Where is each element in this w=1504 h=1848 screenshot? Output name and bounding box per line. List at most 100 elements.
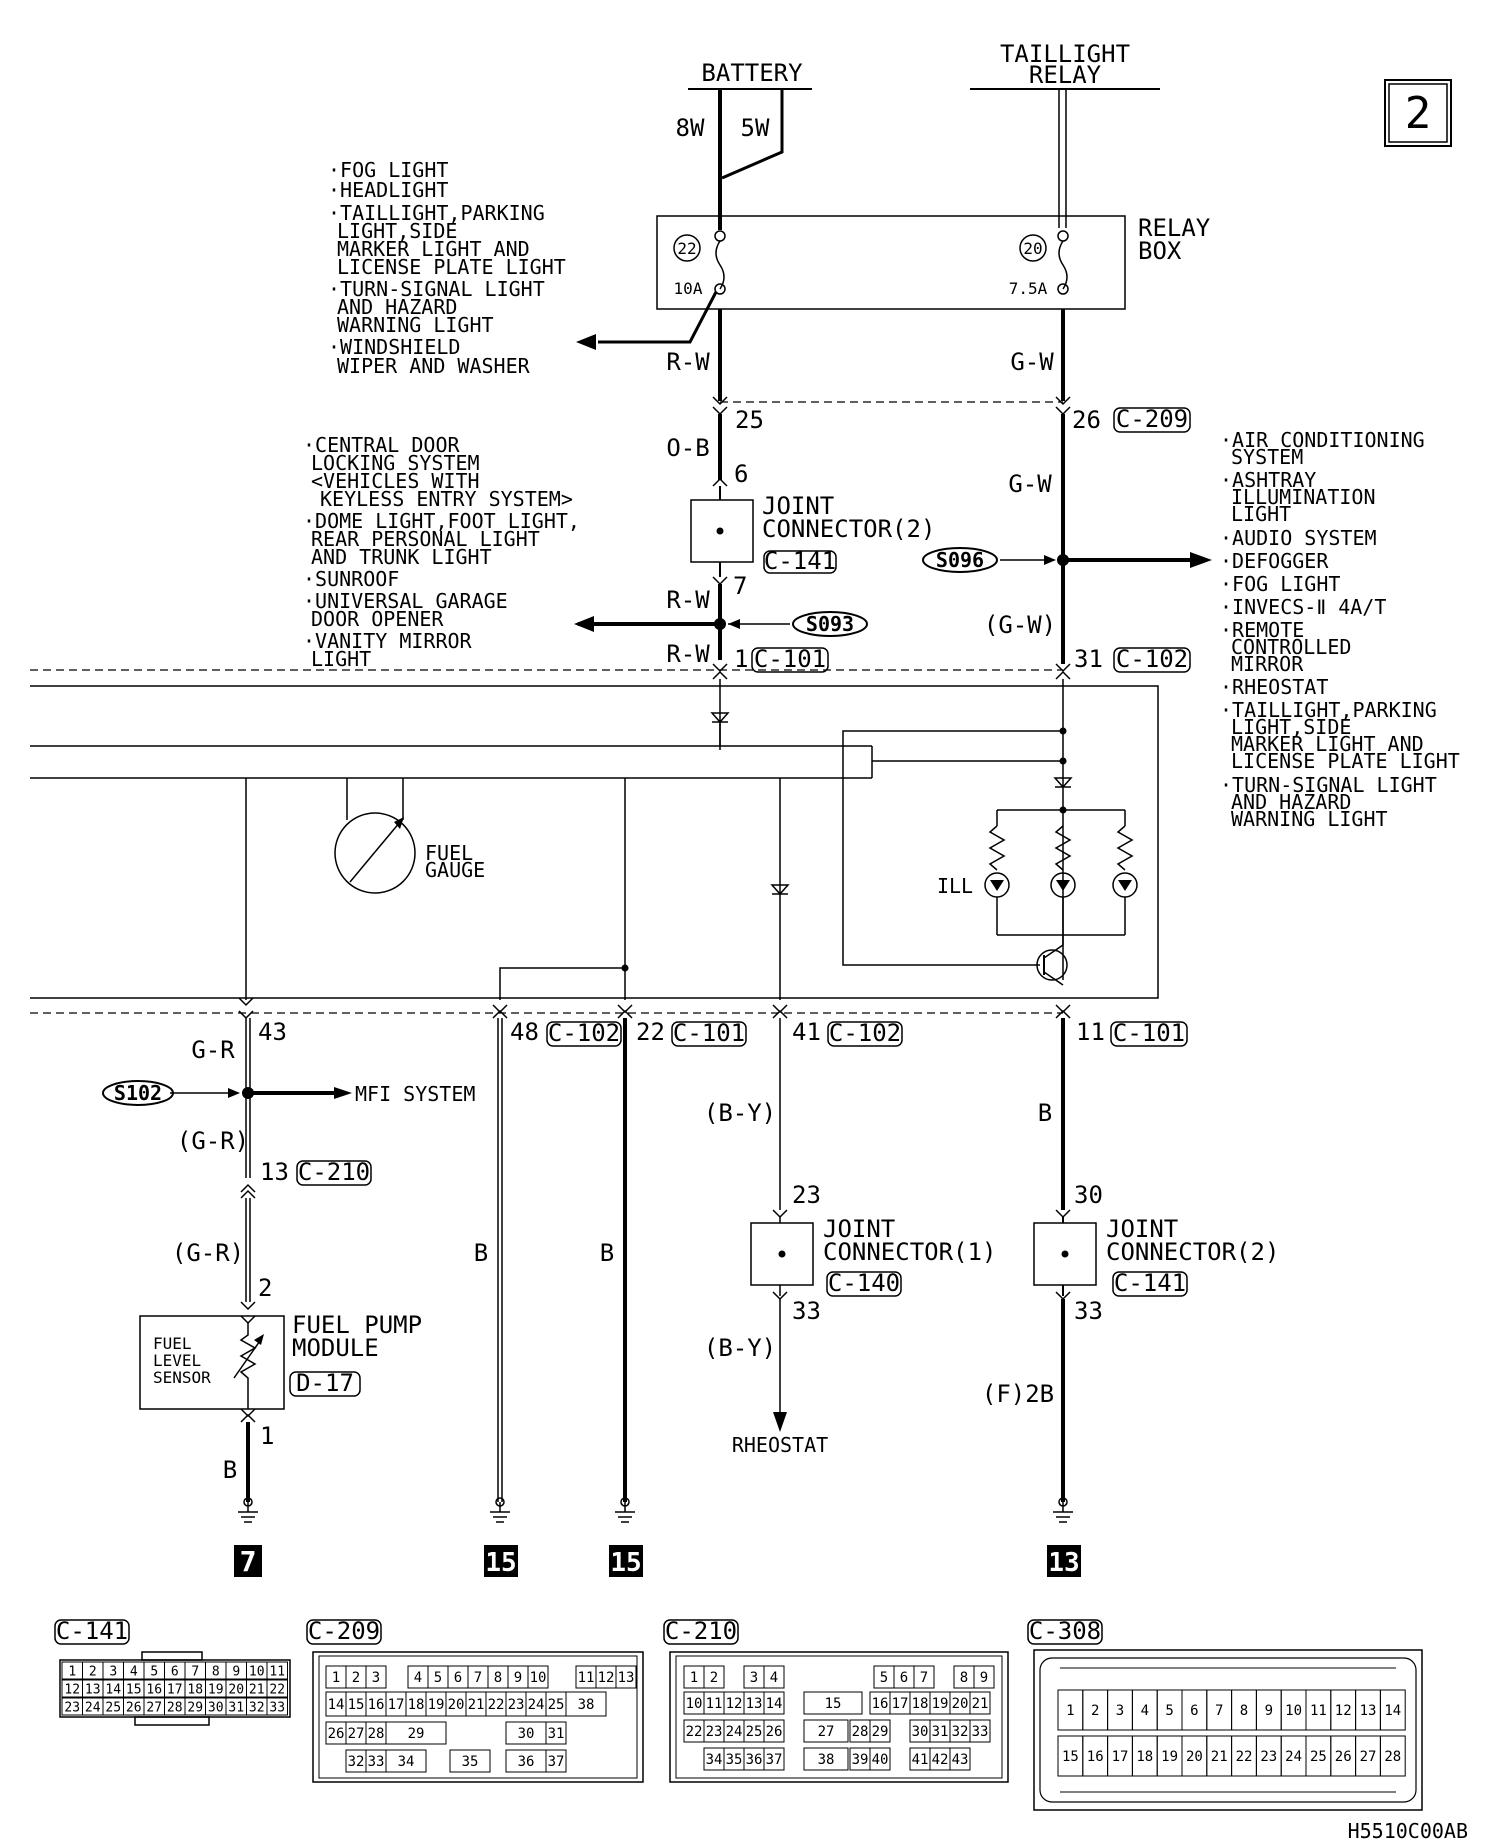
connector-pin-number: 2 [89, 1665, 97, 1680]
connector-pin-number: 17 [167, 1683, 183, 1698]
connector-pin-cell [385, 1749, 427, 1773]
connector-pin-number: 24 [85, 1701, 101, 1716]
connector-pin-cell [266, 1679, 288, 1698]
wire-color: (B-Y) [704, 1099, 776, 1127]
connector-view-label: C-141 [56, 1617, 128, 1645]
connector-pin-number: 20 [952, 1696, 969, 1712]
connector-pin-number: 37 [766, 1752, 783, 1768]
connector-pin-number: 11 [578, 1670, 595, 1686]
connector-pin-number: 13 [618, 1670, 635, 1686]
branch-list-text: AND TRUNK LIGHT [311, 545, 492, 569]
connector-pin-number: 27 [146, 1701, 162, 1716]
pin-number: 25 [735, 406, 764, 434]
fuel-pump-module-line2: MODULE [292, 1334, 379, 1362]
connector-pin-number: 12 [64, 1683, 80, 1698]
branch-list-text: WIPER AND WASHER [337, 354, 531, 378]
connector-pin-number: 11 [1310, 1703, 1327, 1719]
joint-label: JOINT [1106, 1215, 1178, 1243]
diagram-code: H5510C00AB [1348, 1819, 1468, 1843]
connector-pin-number: 19 [428, 1697, 445, 1713]
pin-number: 1 [260, 1422, 274, 1450]
branch-list-text: <VEHICLES WITH [311, 469, 480, 493]
connector-pin-number: 29 [872, 1724, 889, 1740]
connector-pin-number: 40 [872, 1752, 889, 1768]
connector-pin-number: 15 [1062, 1749, 1079, 1765]
connector-pin-number: 4 [130, 1665, 138, 1680]
connector-id: C-101 [1113, 1019, 1185, 1047]
connector-pin-number: 25 [548, 1697, 565, 1713]
branch-list-text: ·TAILLIGHT,PARKING [328, 201, 545, 225]
fuse22-branch-arrow [576, 291, 718, 350]
connector-pin-cell [615, 1665, 637, 1689]
pin-number: 41 [792, 1018, 821, 1046]
pin-number: 30 [1074, 1181, 1103, 1209]
fuel-pump-module-line1: FUEL PUMP [292, 1311, 422, 1339]
connector-pin-cell [869, 1719, 891, 1743]
connector-pin-cell [1379, 1735, 1406, 1777]
combination-meter-internal: ILL FUEL GAUGE [30, 679, 1159, 1000]
connector-pin-number: 22 [1236, 1749, 1253, 1765]
connector-pin-number: 1 [1066, 1703, 1074, 1719]
connector-pin-number: 9 [232, 1665, 240, 1680]
branch-list-text: LIGHT [1231, 502, 1291, 526]
connector-pin-number: 38 [818, 1752, 835, 1768]
connector-id: C-102 [1116, 645, 1188, 673]
joint-label: CONNECTOR(2) [1106, 1238, 1279, 1266]
branch-list-text: DOOR OPENER [311, 607, 444, 631]
connector-pin-cell [949, 1747, 971, 1771]
ill-label: ILL [937, 874, 973, 898]
connector-pin-number: 36 [746, 1752, 763, 1768]
connector-pin-number: 25 [105, 1701, 121, 1716]
connector-pin-cell [869, 1747, 891, 1771]
branch-list-text: LIGHT [311, 647, 371, 671]
connector-pin-number: 21 [1211, 1749, 1228, 1765]
connector-pin-number: 28 [368, 1726, 385, 1742]
fuel-gauge-line1: FUEL [425, 841, 473, 865]
wire-color: B [600, 1239, 614, 1267]
battery-feed-8w: 8W [676, 114, 705, 142]
branch-list-text: AND HAZARD [1231, 790, 1351, 814]
connector-pin-cell [763, 1719, 785, 1743]
connector-pin-number: 6 [900, 1670, 908, 1686]
branch-list-text: CONTROLLED [1231, 635, 1351, 659]
connector-view-label: C-308 [1029, 1617, 1101, 1645]
battery-feed-5w: 5W [741, 114, 770, 142]
connector-pin-number: 13 [85, 1683, 101, 1698]
connector-pin-number: 11 [706, 1696, 723, 1712]
connector-pin-number: 9 [980, 1670, 988, 1686]
connector-pin-number: 29 [408, 1726, 425, 1742]
pin-number: 33 [1074, 1297, 1103, 1325]
connector-pin-cell [763, 1747, 785, 1771]
branch-list-text: ·DEFOGGER [1220, 549, 1329, 573]
wire-color: R-W [666, 586, 710, 614]
c101-pin1: 1 C-101 [734, 645, 829, 673]
branch-list-text: SYSTEM [1231, 445, 1303, 469]
connector-id: C-102 [829, 1019, 901, 1047]
joint-connector-1: JOINT CONNECTOR(1) C-140 [823, 1215, 996, 1297]
connector-pin-cell [385, 1721, 447, 1745]
connector-id: C-209 [1116, 405, 1188, 433]
connector-pin-number: 25 [1310, 1749, 1327, 1765]
connector-pin-number: 19 [1161, 1749, 1178, 1765]
connector-id: C-141 [764, 547, 836, 575]
connector-pin-number: 10 [530, 1670, 547, 1686]
joint-label: JOINT [823, 1215, 895, 1243]
connector-pin-cell [763, 1665, 785, 1689]
connector-pin-number: 17 [388, 1697, 405, 1713]
ground-point-number: 15 [610, 1548, 641, 1578]
connector-pin-number: 6 [1190, 1703, 1198, 1719]
taillight-relay-line2: RELAY [1029, 61, 1102, 89]
connector-pin-number: 38 [578, 1697, 595, 1713]
connector-pin-number: 7 [191, 1665, 199, 1680]
connector-pin-number: 18 [187, 1683, 203, 1698]
connector-pin-number: 27 [348, 1726, 365, 1742]
b-ground-circuit-11: B 30 33 (F)2B [982, 1018, 1103, 1502]
connector-pin-number: 10 [1285, 1703, 1302, 1719]
connector-pin-number: 3 [750, 1670, 758, 1686]
connector-pin-number: 27 [818, 1724, 835, 1740]
connector-pin-number: 20 [1186, 1749, 1203, 1765]
mfi-system-label: MFI SYSTEM [355, 1082, 475, 1106]
connector-pin-number: 13 [746, 1696, 763, 1712]
connector-id: C-102 [548, 1019, 620, 1047]
